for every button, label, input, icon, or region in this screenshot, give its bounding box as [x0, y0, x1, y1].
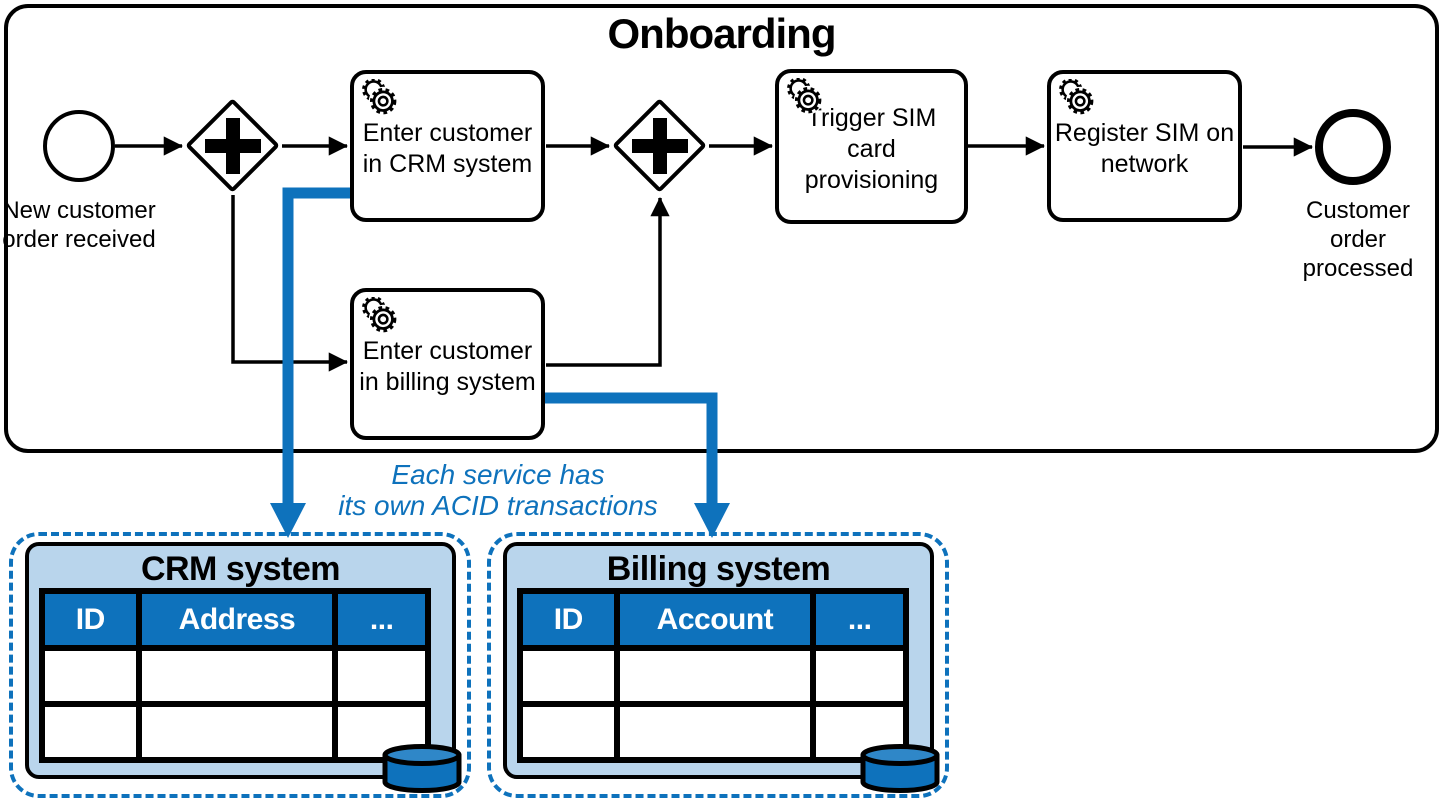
column-header: Account: [616, 591, 814, 648]
table-header-row: ID Address ...: [42, 591, 428, 648]
crm-system-panel: CRM system ID Address ...: [25, 542, 456, 779]
database-cylinder-icon: [860, 744, 940, 793]
crm-system-group: CRM system ID Address ...: [9, 532, 471, 798]
start-event-label: New customer order received: [2, 197, 156, 253]
start-event: [43, 110, 115, 182]
billing-system-panel: Billing system ID Account ...: [503, 542, 934, 779]
table-row: [520, 648, 906, 704]
pool-title: Onboarding: [607, 10, 837, 57]
flow-billing-task-to-join: [546, 197, 670, 367]
billing-system-table: ID Account ...: [517, 588, 909, 763]
service-gear-icon: [1059, 79, 1095, 116]
task-label: Register SIM on network: [1054, 119, 1235, 178]
table-row: [42, 648, 428, 704]
parallel-gateway-split: [185, 98, 281, 194]
table-header-row: ID Account ...: [520, 591, 906, 648]
task-trigger-sim-provisioning: Trigger SIM card provisioning: [775, 69, 968, 224]
task-label: Trigger SIM card provisioning: [804, 104, 939, 194]
data-flows: [270, 187, 730, 538]
column-header: ...: [813, 591, 906, 648]
database-cylinder-icon: [382, 744, 462, 793]
service-gear-icon: [362, 297, 398, 334]
task-enter-customer-billing: Enter customer in billing system: [350, 288, 545, 440]
data-flow-billing-arrowhead: [694, 503, 730, 538]
column-header: Address: [138, 591, 336, 648]
service-gear-icon: [787, 78, 823, 115]
flow-gateway-to-billing-task: [231, 195, 348, 372]
sequence-flows: [115, 136, 1313, 372]
parallel-plus-icon: [653, 118, 667, 174]
column-header: ...: [335, 591, 428, 648]
task-label: Enter customer in billing system: [359, 337, 536, 396]
task-label: Enter customer in CRM system: [362, 119, 533, 178]
task-register-sim-network: Register SIM on network: [1047, 70, 1242, 222]
billing-system-group: Billing system ID Account ...: [487, 532, 949, 798]
column-header: ID: [520, 591, 617, 648]
billing-system-title: Billing system: [606, 550, 831, 588]
service-gear-icon: [362, 79, 398, 116]
onboarding-pool: Onboarding: [4, 4, 1439, 453]
task-enter-customer-crm: Enter customer in CRM system: [350, 70, 545, 222]
crm-system-table: ID Address ...: [39, 588, 431, 763]
crm-system-title: CRM system: [140, 550, 341, 588]
parallel-gateway-join: [612, 98, 708, 194]
data-flow-crm: [282, 187, 362, 506]
parallel-plus-icon: [226, 118, 240, 174]
end-event-label: Customer order processed: [1302, 197, 1414, 282]
acid-annotation: Each service has its own ACID transactio…: [318, 459, 678, 521]
annotation-line: its own ACID transactions: [338, 490, 658, 521]
table-row: [520, 704, 906, 760]
data-flow-billing: [540, 392, 718, 506]
table-row: [42, 704, 428, 760]
data-flow-crm-arrowhead: [270, 503, 306, 538]
column-header: ID: [42, 591, 139, 648]
end-event: [1315, 109, 1391, 185]
annotation-line: Each service has: [391, 459, 605, 490]
